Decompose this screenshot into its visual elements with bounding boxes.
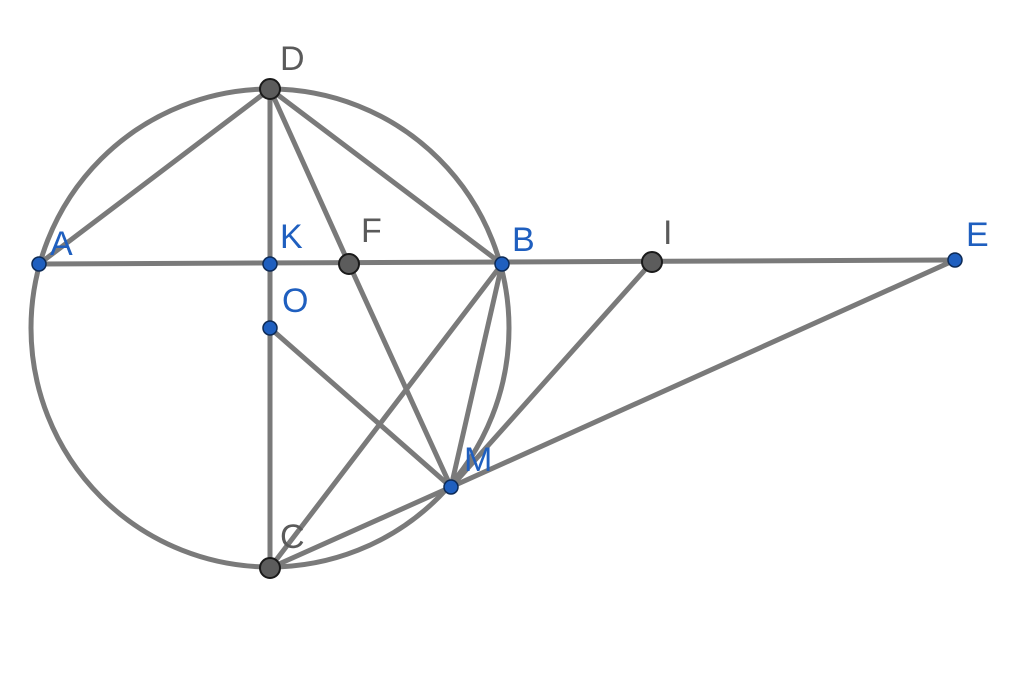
segments bbox=[36, 86, 958, 571]
label-B: B bbox=[512, 221, 535, 259]
point-M bbox=[443, 479, 459, 495]
segment-CM bbox=[267, 484, 454, 571]
label-O: O bbox=[282, 282, 308, 320]
label-F: F bbox=[361, 212, 382, 250]
point-C bbox=[259, 557, 281, 579]
segment-ME bbox=[448, 257, 958, 490]
point-labels: D A K F B I E O M C bbox=[50, 40, 989, 556]
segment-BM bbox=[448, 261, 505, 490]
label-D: D bbox=[280, 40, 305, 78]
point-O bbox=[262, 320, 278, 336]
segment-FM bbox=[346, 261, 454, 490]
point-B bbox=[494, 256, 510, 272]
segment-OM bbox=[267, 325, 454, 490]
point-I bbox=[641, 251, 663, 273]
label-M: M bbox=[464, 441, 492, 479]
point-E bbox=[947, 252, 963, 268]
label-C: C bbox=[280, 518, 305, 556]
label-I: I bbox=[663, 214, 672, 252]
point-D bbox=[259, 78, 281, 100]
label-E: E bbox=[966, 216, 989, 254]
point-A bbox=[31, 256, 47, 272]
segment-IM bbox=[448, 259, 655, 490]
label-K: K bbox=[280, 218, 303, 256]
segment-DB bbox=[267, 86, 505, 267]
segment-DF bbox=[267, 86, 352, 267]
point-F bbox=[338, 253, 360, 275]
point-K bbox=[262, 256, 278, 272]
points bbox=[31, 78, 963, 579]
label-A: A bbox=[50, 225, 73, 263]
segment-BC bbox=[267, 261, 505, 571]
segment-AD bbox=[36, 86, 273, 267]
